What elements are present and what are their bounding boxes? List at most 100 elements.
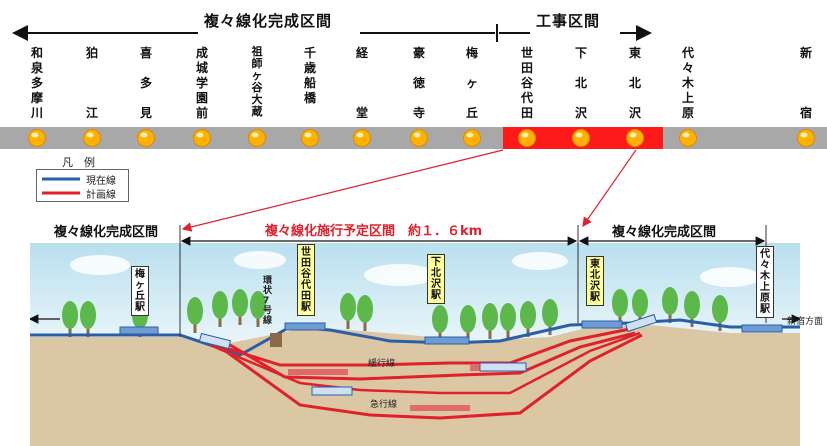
station-char: 船 (303, 76, 316, 90)
station-char: 歳 (303, 61, 316, 75)
train-1 (198, 332, 232, 350)
sign-setagayadaita: 世田谷代田駅 (297, 244, 315, 316)
station-char: 前 (195, 106, 208, 120)
station-char: 寺 (412, 106, 425, 120)
station-name-10: 下北沢 (570, 46, 592, 121)
station-name-11: 東北沢 (624, 46, 646, 121)
planned-section-label: 複々線化施行予定区間 約１．６km (262, 220, 486, 239)
sign-char: 代 (301, 280, 311, 291)
left-completed-label: 複々線化完成区間 (52, 221, 161, 240)
cross-section (30, 225, 800, 446)
station-name-5: 千歳船橋 (299, 46, 321, 106)
station-char: 成 (195, 46, 208, 60)
sign-char: 丘 (135, 291, 145, 302)
station-char: 宿 (799, 106, 812, 120)
station-char: 江 (85, 106, 98, 120)
slow-line-label: 緩行線 (368, 359, 396, 369)
station-char: 北 (574, 76, 587, 90)
station-char: 沢 (574, 106, 587, 120)
legend-current-label: 現在線 (86, 176, 116, 187)
station-char: 泉 (30, 61, 43, 75)
sign-char: 々 (760, 260, 770, 271)
express-line-lower (219, 333, 643, 420)
platform-shimokitazawa (424, 336, 470, 345)
sign-char: 東 (590, 259, 600, 270)
station-char: 城 (195, 61, 208, 75)
station-name-6: 経堂 (351, 46, 373, 121)
station-name-4: 祖師ヶ谷大蔵 (246, 46, 268, 118)
station-char: 多 (30, 76, 43, 90)
station-char: 丘 (465, 106, 478, 120)
station-char: 東 (628, 46, 641, 60)
station-dot-highlight (196, 132, 204, 138)
platform-yoyogiuehara (741, 324, 783, 333)
tree (232, 289, 248, 325)
station-char: 千 (303, 46, 316, 60)
station-char: 世 (520, 46, 533, 60)
right-completed-label: 複々線化完成区間 (610, 221, 719, 240)
sign-char: 下 (431, 257, 441, 268)
station-char: 原 (681, 106, 694, 120)
building (270, 333, 282, 347)
station-char: 蔵 (251, 105, 263, 118)
station-char: 新 (799, 46, 812, 60)
station-char: 摩 (30, 91, 43, 105)
station-char: 多 (139, 76, 152, 90)
station-char: ヶ (465, 76, 478, 90)
station-dot-highlight (800, 132, 808, 138)
station-name-0: 和泉多摩川 (26, 46, 48, 121)
station-dot-highlight (356, 132, 364, 138)
station-char: 代 (520, 91, 533, 105)
station-char: 田 (520, 106, 533, 120)
completed-section-title: 複々線化完成区間 (204, 12, 333, 30)
sign-char: 駅 (135, 302, 145, 313)
sign-char: 駅 (590, 292, 600, 303)
trees (62, 287, 728, 341)
station-name-2: 喜多見 (135, 46, 157, 121)
station-char: 上 (681, 91, 694, 105)
station-dot-highlight (521, 132, 529, 138)
sign-char: 駅 (760, 304, 770, 315)
tree (187, 297, 203, 333)
station-char: 北 (628, 76, 641, 90)
station-char: 見 (139, 106, 152, 120)
sign-char: 田 (301, 258, 311, 269)
station-char: 経 (355, 46, 368, 60)
sign-char: 沢 (431, 279, 441, 290)
express-line-label: 急行線 (370, 400, 398, 410)
station-char: 下 (574, 46, 587, 60)
section-arrows (12, 24, 652, 42)
station-char: 園 (195, 91, 208, 105)
station-char: 大 (251, 93, 263, 106)
sign-umegaoka: 梅ヶ丘駅 (131, 266, 149, 316)
station-char: ヶ (251, 69, 263, 82)
sign-char: 上 (760, 282, 770, 293)
sign-char: 世 (301, 247, 311, 258)
station-dot-highlight (682, 132, 690, 138)
platform-umegaoka (119, 326, 159, 335)
tree (80, 301, 96, 337)
station-char: 沢 (628, 106, 641, 120)
legend-title: 凡 例 (62, 156, 95, 169)
platform-express-underground (410, 405, 470, 411)
station-char: 学 (195, 76, 208, 90)
station-char: 谷 (520, 76, 533, 90)
station-name-12: 代々木上原 (677, 46, 699, 121)
sign-char: 駅 (301, 302, 311, 313)
tree (340, 293, 356, 329)
station-dot-highlight (413, 132, 421, 138)
station-name-7: 豪徳寺 (408, 46, 430, 121)
tree (432, 305, 448, 341)
station-char: 橋 (303, 91, 316, 105)
sign-yoyogiuehara: 代々木上原駅 (756, 246, 774, 318)
tree (62, 301, 78, 337)
station-char: 代 (681, 46, 694, 60)
station-char: 豪 (412, 46, 425, 60)
station-dot-highlight (140, 132, 148, 138)
station-char: 梅 (465, 46, 478, 60)
station-dot-highlight (86, 132, 94, 138)
sign-shimokitazawa: 下北沢駅 (427, 254, 445, 304)
station-char: 田 (520, 61, 533, 75)
road-label: 環状7号線 (263, 276, 273, 326)
station-char: 堂 (355, 106, 368, 120)
